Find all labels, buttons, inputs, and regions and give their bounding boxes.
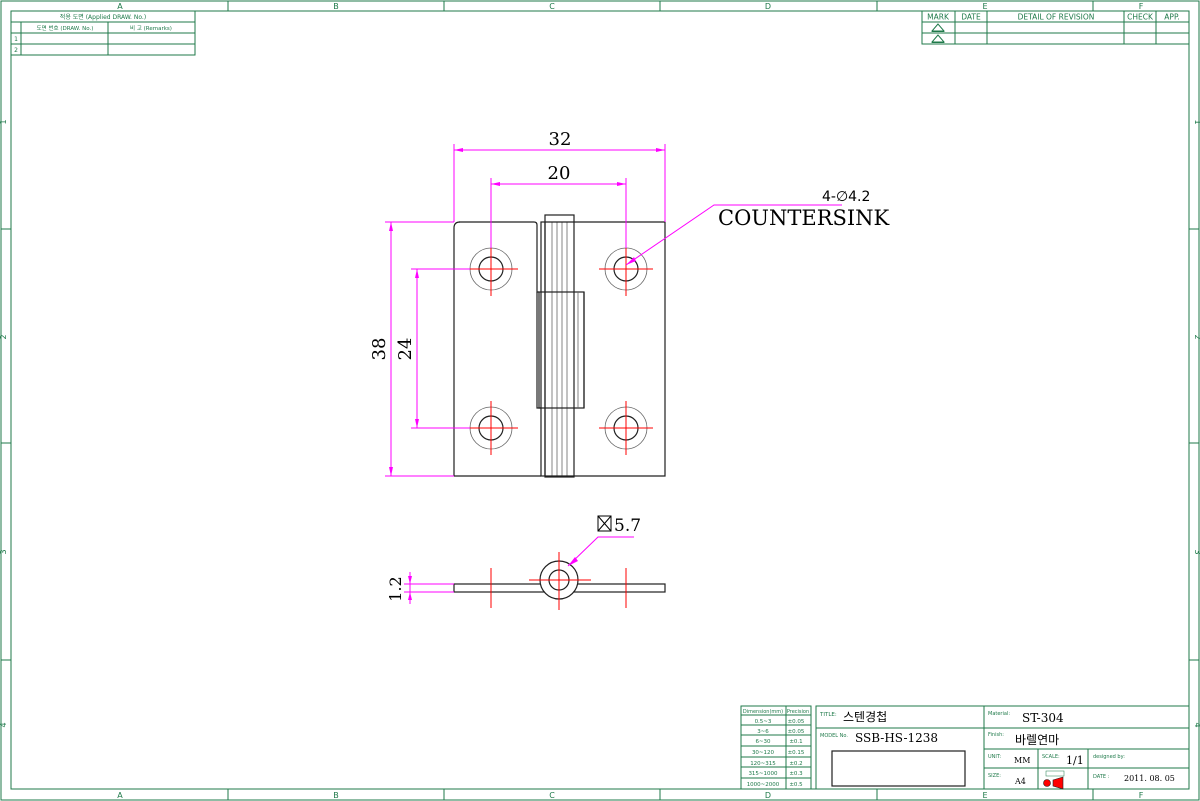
revision-header-date: DATE [961,13,981,22]
col-label-top: C [549,2,555,11]
dim-text: 38 [369,338,390,361]
dimension-knuckle-size: 5.7 [567,515,641,567]
dim-text: 5.7 [614,516,641,536]
tolerance-range: 3~6 [757,729,769,735]
size-label: SIZE: [988,773,1001,779]
tolerance-range: 120~315 [750,761,776,767]
dim-text: 32 [549,129,572,150]
col-label-bottom: D [765,791,771,800]
tolerance-header-dim: Dimension(mm) [743,709,783,715]
tolerance-value: ±0.1 [789,739,802,745]
tolerance-value: ±0.05 [788,719,805,725]
applied-drawing-table: 적용 도면 (Applied DRAW. No.) 도면 번호 (DRAW. N… [10,10,196,56]
applied-table-col-drawno: 도면 번호 (DRAW. No.) [37,24,94,32]
finish-value: 바렐연마 [1015,733,1059,747]
tolerance-value: ±0.5 [789,782,803,788]
unit-label: UNIT: [988,754,1001,760]
row-label-left: 4 [0,722,8,727]
row-label-right: 1 [1193,119,1200,124]
tolerance-range: 30~120 [752,750,775,756]
tolerance-header-prec: Precision [787,709,809,715]
tolerance-range: 0.5~3 [755,719,772,725]
dimension-hole-spacing-x: 20 [490,163,627,248]
tolerance-range: 6~30 [755,739,771,745]
col-label-top: A [117,2,123,11]
dim-text: 20 [548,163,571,184]
applied-table-row-num: 1 [14,36,18,43]
hinge-side-view [453,552,666,610]
tolerance-value: ±0.15 [788,750,805,756]
designed-label: designed by: [1093,754,1125,760]
col-label-top: D [765,2,771,11]
scale-label: SCALE: [1042,754,1060,760]
col-label-bottom: F [1139,791,1144,800]
unit-value: MM [1014,756,1030,765]
logo-box [831,750,966,787]
scale-value: 1/1 [1066,754,1084,767]
revision-header-app: APP. [1164,13,1179,22]
date-label: DATE : [1093,774,1110,780]
dimension-thickness: 1.2 [386,572,454,604]
row-label-right: 3 [1193,549,1200,554]
finish-label: Finish: [988,732,1004,738]
col-label-bottom: E [982,791,987,800]
col-label-top: F [1139,2,1144,11]
row-label-right: 4 [1193,722,1200,727]
projection-symbol-icon [1043,770,1065,790]
material-value: ST-304 [1022,711,1064,725]
applied-table-col-remarks: 비 고 (Remarks) [130,24,172,32]
col-label-bottom: A [117,791,123,800]
applied-table-row-num: 2 [14,47,18,54]
row-label-left: 1 [0,119,8,124]
date-value: 2011. 08. 05 [1124,774,1175,783]
size-value: A4 [1014,777,1026,786]
dim-text: 1.2 [386,576,405,601]
tolerance-range: 315~1000 [748,771,778,777]
hinge-top-view [453,214,666,478]
revision-triangle-icon [930,23,946,43]
hole-callout-count: 4-∅4.2 [822,189,870,205]
tolerance-table: Dimension(mm) Precision 0.5~3 ±0.05 3~6 … [740,705,812,790]
row-label-left: 3 [0,549,8,554]
col-label-bottom: C [549,791,555,800]
dimension-overall-width: 32 [453,129,666,222]
dimension-overall-height: 38 [369,221,454,477]
revision-header-mark: MARK [927,13,950,22]
revision-header-check: CHECK [1127,13,1154,22]
revision-header-detail: DETAIL OF REVISION [1018,13,1095,22]
model-value: SSB-HS-1238 [855,731,938,745]
col-label-top: B [333,2,339,11]
square-symbol-icon [597,515,612,532]
col-label-top: E [982,2,987,11]
countersink-hole [464,401,518,455]
countersink-hole [464,242,518,296]
title-value: 스텐경첩 [843,710,887,724]
revision-table: MARK DATE DETAIL OF REVISION CHECK APP. [921,10,1190,45]
hole-callout-leader: 4-∅4.2 COUNTERSINK [625,189,890,266]
tolerance-range: 1000~2000 [747,782,780,788]
material-label: Material: [988,711,1010,717]
tolerance-value: ±0.2 [789,761,802,767]
title-label: TITLE: [819,712,837,718]
tolerance-value: ±0.05 [788,729,805,735]
tolerance-value: ±0.3 [789,771,803,777]
applied-table-title: 적용 도면 (Applied DRAW. No.) [60,13,146,21]
hole-callout-type: COUNTERSINK [718,206,890,230]
title-block: TITLE: 스텐경첩 MODEL No. SSB-HS-1238 Materi… [815,705,1190,790]
countersink-hole [599,242,653,296]
col-label-bottom: B [333,791,339,800]
row-label-right: 2 [1193,334,1200,339]
model-label: MODEL No. [820,733,848,739]
countersink-hole [599,401,653,455]
dim-text: 24 [395,338,416,361]
row-label-left: 2 [0,334,8,339]
dimension-hole-spacing-y: 24 [395,268,470,429]
